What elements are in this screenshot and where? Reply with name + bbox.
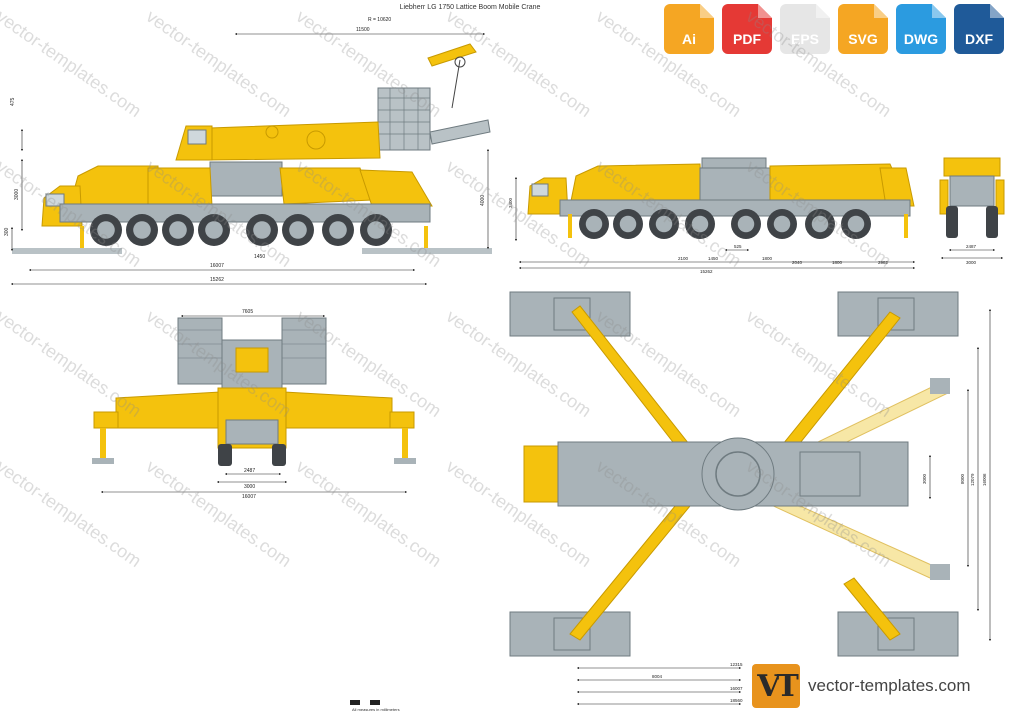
dim-plan-v3: 12079 [970, 473, 975, 486]
plan-view [509, 291, 959, 657]
dim-right-h: 3400 [508, 197, 513, 208]
dim-side-l1: 16007 [210, 263, 224, 269]
vt-logo[interactable]: VT [752, 664, 800, 708]
dim-right-c: 1800 [762, 256, 773, 261]
scale-bar [350, 700, 390, 705]
carrier-hub [737, 215, 755, 233]
dim-plan-b: 8004 [652, 674, 663, 679]
carrier-hub [773, 215, 791, 233]
carrier-hub [655, 215, 673, 233]
dim-side-mid: 1450 [254, 254, 265, 260]
scale-note: All measures in millimeters [352, 707, 400, 712]
side-hub [367, 221, 385, 239]
dim-right-e: 1800 [832, 260, 843, 265]
carrier-side-view [527, 157, 915, 238]
dim-plan-c: 16007 [730, 686, 743, 691]
plan-dimensions [576, 308, 992, 706]
format-badge-pdf[interactable]: PDF [722, 4, 772, 54]
dim-side-h1: 475 [10, 97, 16, 106]
dim-right-s: 525 [734, 244, 742, 249]
carrier-hub [847, 215, 865, 233]
dim-side-radius: R = 10620 [368, 17, 391, 23]
dim-side-l2: 15262 [210, 277, 224, 283]
carrier-hub [811, 215, 829, 233]
dim-front-total: 16007 [242, 494, 256, 500]
dim-plan-d: 18560 [730, 698, 743, 703]
dim-side-h4: 4000 [480, 195, 486, 206]
front-view [92, 317, 416, 466]
side-hub [289, 221, 307, 239]
dim-right-b: 1450 [708, 256, 719, 261]
format-badge-dwg[interactable]: DWG [896, 4, 946, 54]
format-badge-eps[interactable]: EPS [780, 4, 830, 54]
dim-plan-v2: 8000 [960, 473, 965, 484]
dim-side-h3: 300 [4, 227, 10, 236]
front-dimensions [100, 314, 408, 494]
dim-right-d: 2040 [792, 260, 803, 265]
drawing-title: Liebherr LG 1750 Lattice Boom Mobile Cra… [399, 4, 541, 11]
carrier-side-dimensions [514, 176, 916, 270]
dim-front-top: 7605 [242, 309, 253, 315]
carrier-hub [691, 215, 709, 233]
side-hub [133, 221, 151, 239]
carrier-hub [619, 215, 637, 233]
dim-plan-v1: 3000 [922, 473, 927, 484]
dim-side-top: 11500 [356, 27, 370, 33]
format-badge-ai[interactable]: Ai [664, 4, 714, 54]
dim-front-a: 2487 [244, 468, 255, 474]
dim-right-total: 15262 [700, 269, 713, 274]
dim-side-h2: 3000 [14, 189, 20, 200]
side-view-wheels [90, 214, 392, 246]
side-hub [205, 221, 223, 239]
rear-dimensions [940, 248, 1004, 260]
site-url[interactable]: vector-templates.com [808, 676, 971, 695]
side-hub [329, 221, 347, 239]
dim-rear-b: 3000 [966, 260, 977, 265]
carrier-hub [585, 215, 603, 233]
side-hub [169, 221, 187, 239]
dim-plan-v4: 16006 [982, 473, 987, 486]
rear-view [939, 157, 1005, 238]
dim-right-f: 2982 [878, 260, 889, 265]
dim-plan-a: 12315 [730, 662, 743, 667]
format-badge-svg[interactable]: SVG [838, 4, 888, 54]
carrier-side-wheels [579, 209, 871, 239]
dim-right-a: 2100 [678, 256, 689, 261]
dim-rear-a: 2487 [966, 244, 977, 249]
side-hub [253, 221, 271, 239]
side-dimensions [10, 32, 490, 286]
dim-front-b: 3000 [244, 484, 255, 490]
side-hub [97, 221, 115, 239]
format-badge-dxf[interactable]: DXF [954, 4, 1004, 54]
side-view [12, 43, 492, 254]
